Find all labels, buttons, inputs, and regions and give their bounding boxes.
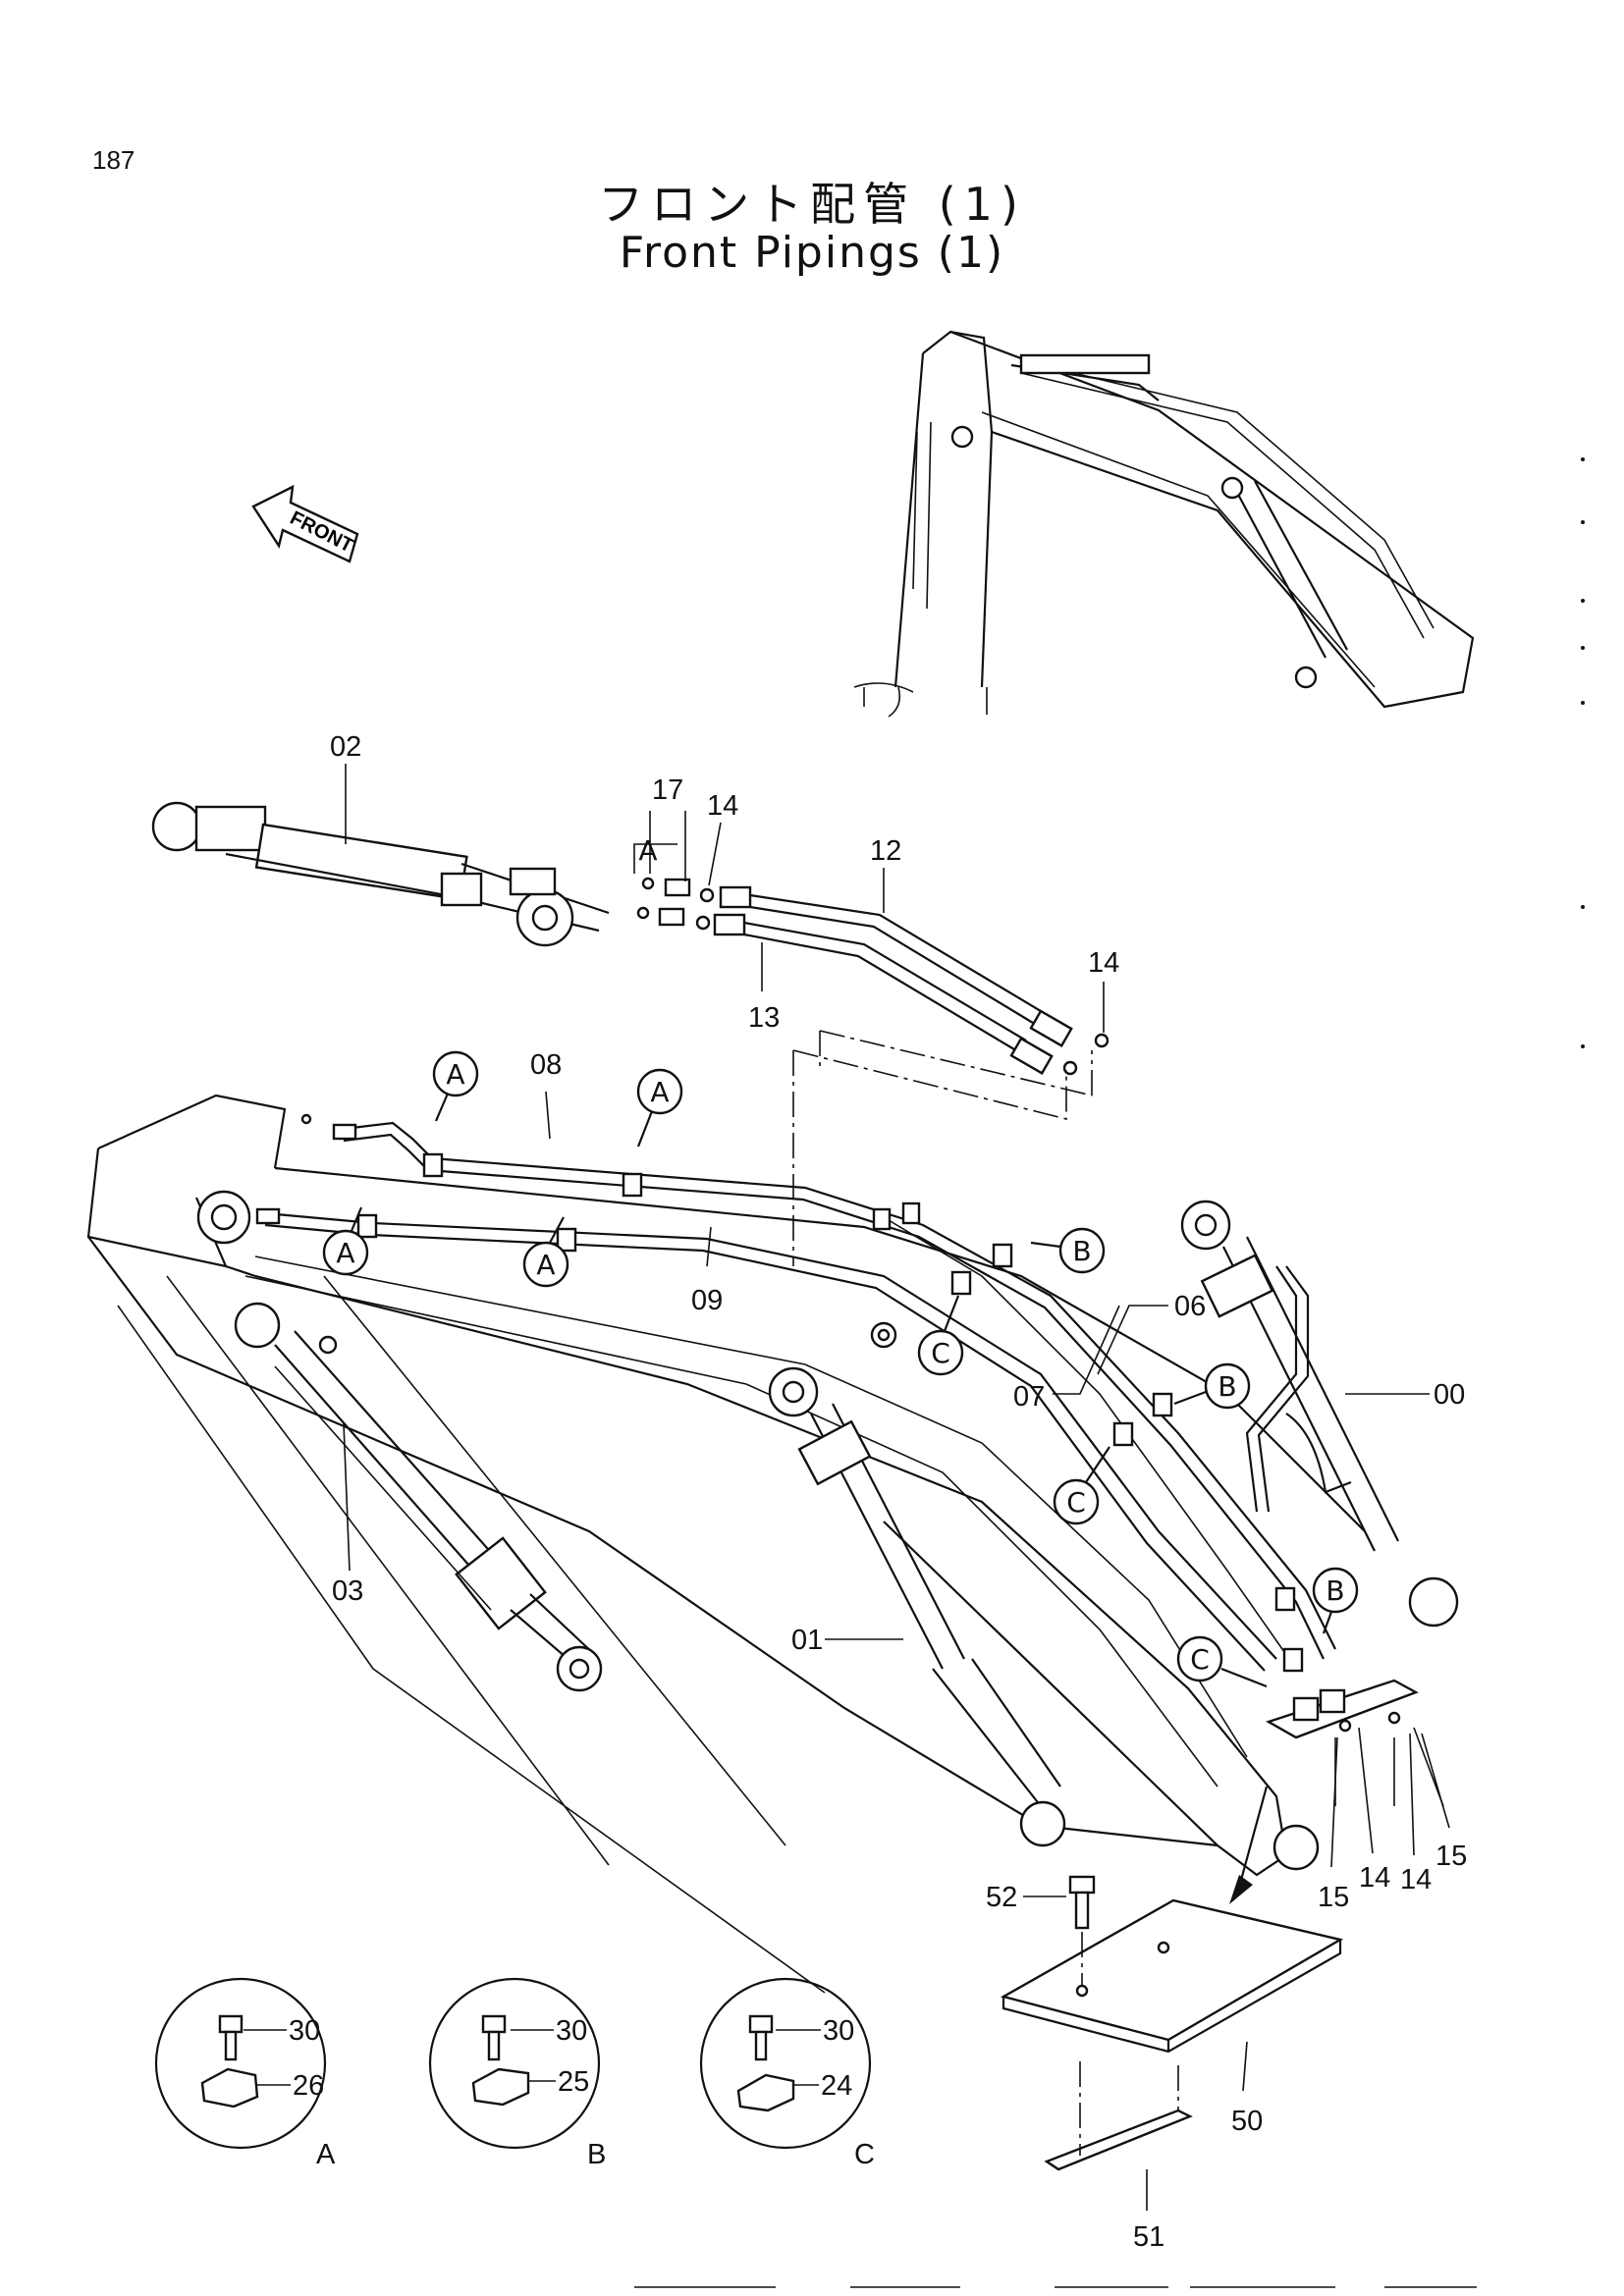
fittings-and-hoses [633,843,1110,1076]
cylinder-00 [1180,1200,1459,1628]
callout-09: 09 [691,1285,723,1316]
page-number: 187 [92,145,135,175]
marker-a-2: A [650,1076,669,1108]
cover-plate-assembly [1000,1786,1344,2171]
detail-b [428,1977,601,2150]
marker-a-1: A [446,1058,464,1091]
callout-00: 00 [1434,1379,1465,1411]
circle-markers: A A A A A B B B C C C [300,834,1359,1688]
callout-14-right2: 14 [1400,1864,1432,1896]
detail-c-clamp: 24 [821,2070,852,2102]
callout-51: 51 [1133,2221,1164,2253]
detail-a-clamp: 26 [293,2070,324,2102]
detail-b-clamp: 25 [558,2066,589,2098]
callout-labels: 02 17 14 12 13 14 08 09 06 07 00 03 01 1… [289,731,1467,2253]
front-arrow-icon: FRONT [251,484,359,563]
detail-b-letter: B [587,2139,606,2170]
boom [86,1094,1366,1994]
marker-c-2: C [1066,1486,1086,1519]
marker-b-1: B [1072,1235,1091,1267]
callout-12: 12 [870,835,901,867]
detail-c-letter: C [854,2139,875,2170]
boom-pipes [255,1121,1336,1673]
callout-01: 01 [791,1625,823,1656]
detail-b-bolt: 30 [556,2015,587,2047]
detail-a-bolt: 30 [289,2015,320,2047]
detail-a-letter: A [316,2139,336,2170]
detail-c-bolt: 30 [823,2015,854,2047]
callout-14-top: 14 [707,790,738,822]
callout-13: 13 [748,1002,780,1034]
detail-a [154,1977,327,2150]
marker-a-3: A [336,1237,354,1269]
leader-lines [792,1030,1093,1266]
title-japanese: フロント配管 (1) [598,178,1026,231]
callout-03: 03 [332,1575,363,1607]
callout-50: 50 [1231,2106,1263,2137]
callout-52: 52 [986,1882,1017,1913]
marker-a-4: A [536,1249,555,1281]
callout-14-mid: 14 [1359,1862,1390,1894]
callout-08: 08 [530,1049,562,1081]
callout-14-right: 14 [1088,947,1119,979]
marker-c-1: C [931,1337,950,1369]
valve-block [1266,1679,1444,1807]
marker-b-2: B [1218,1370,1236,1403]
marker-c-3: C [1190,1643,1210,1676]
boom-cylinder-03 [234,1302,603,1692]
callout-17: 17 [652,774,683,806]
callout-07: 07 [1013,1381,1045,1413]
overview-boom-arm [853,330,1475,718]
callout-15-right: 15 [1435,1841,1467,1872]
marker-b-3: B [1326,1575,1344,1607]
arm-cylinder-02 [151,801,610,947]
title-english: Front Pipings (1) [619,228,1005,278]
page-marks [634,457,1585,2288]
callout-leaders [244,764,1450,2211]
marker-a-5: A [638,834,657,867]
callout-15-left: 15 [1318,1882,1349,1913]
cylinder-01 [768,1321,1066,1847]
detail-c [699,1977,872,2150]
callout-02: 02 [330,731,361,763]
callout-06: 06 [1174,1291,1206,1322]
